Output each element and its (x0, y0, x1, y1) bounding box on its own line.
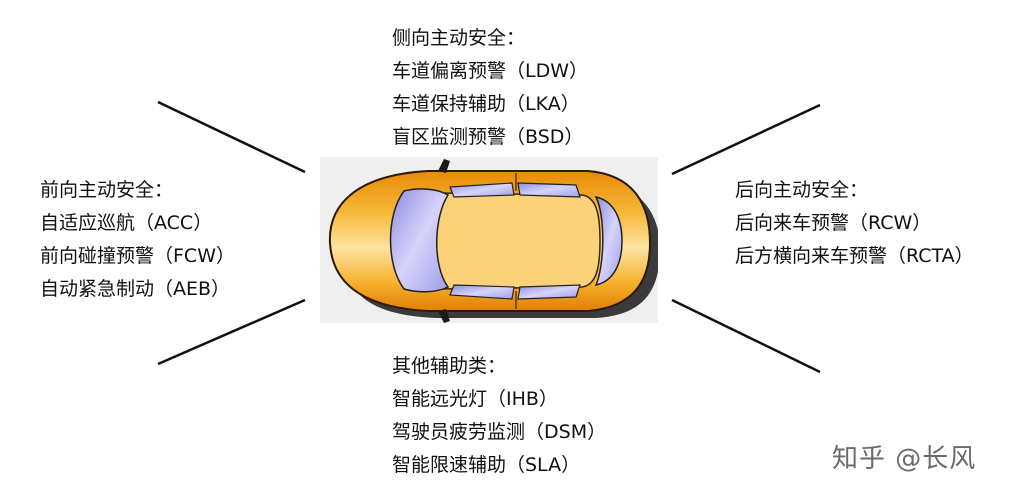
car-image (320, 157, 661, 323)
rear-safety-title: 后向主动安全： (735, 179, 869, 201)
front-safety-title: 前向主动安全： (40, 179, 174, 201)
front-safety-group: 前向主动安全： 自适应巡航（ACC） 前向碰撞预警（FCW） 自动紧急制动（AE… (40, 174, 235, 306)
other-assist-title: 其他辅助类： (392, 355, 507, 377)
rear-safety-group: 后向主动安全： 后向来车预警（RCW） 后方横向来车预警（RCTA） (735, 174, 974, 273)
connector-line-bottom-right (671, 298, 821, 374)
other-assist-item-dsm: 驾驶员疲劳监测（DSM） (392, 421, 607, 443)
side-safety-item-bsd: 盲区监测预警（BSD） (392, 126, 584, 148)
side-safety-title: 侧向主动安全： (392, 27, 526, 49)
connector-line-top-left (157, 100, 306, 174)
rear-safety-item-rcta: 后方横向来车预警（RCTA） (735, 245, 974, 267)
other-assist-item-ihb: 智能远光灯（IHB） (392, 388, 558, 410)
front-safety-item-aeb: 自动紧急制动（AEB） (40, 278, 231, 300)
front-safety-item-acc: 自适应巡航（ACC） (40, 212, 213, 234)
side-safety-item-ldw: 车道偏离预警（LDW） (392, 60, 589, 82)
other-assist-group: 其他辅助类： 智能远光灯（IHB） 驾驶员疲劳监测（DSM） 智能限速辅助（SL… (392, 350, 606, 482)
car-top-view-icon (328, 159, 661, 323)
connector-line-top-right (671, 103, 821, 176)
connector-line-bottom-left (157, 298, 306, 366)
front-safety-item-fcw: 前向碰撞预警（FCW） (40, 245, 235, 267)
watermark: 知乎 @长风 (832, 444, 977, 474)
side-safety-group: 侧向主动安全： 车道偏离预警（LDW） 车道保持辅助（LKA） 盲区监测预警（B… (392, 22, 588, 154)
rear-safety-item-rcw: 后向来车预警（RCW） (735, 212, 932, 234)
side-safety-item-lka: 车道保持辅助（LKA） (392, 93, 580, 115)
other-assist-item-sla: 智能限速辅助（SLA） (392, 454, 581, 476)
